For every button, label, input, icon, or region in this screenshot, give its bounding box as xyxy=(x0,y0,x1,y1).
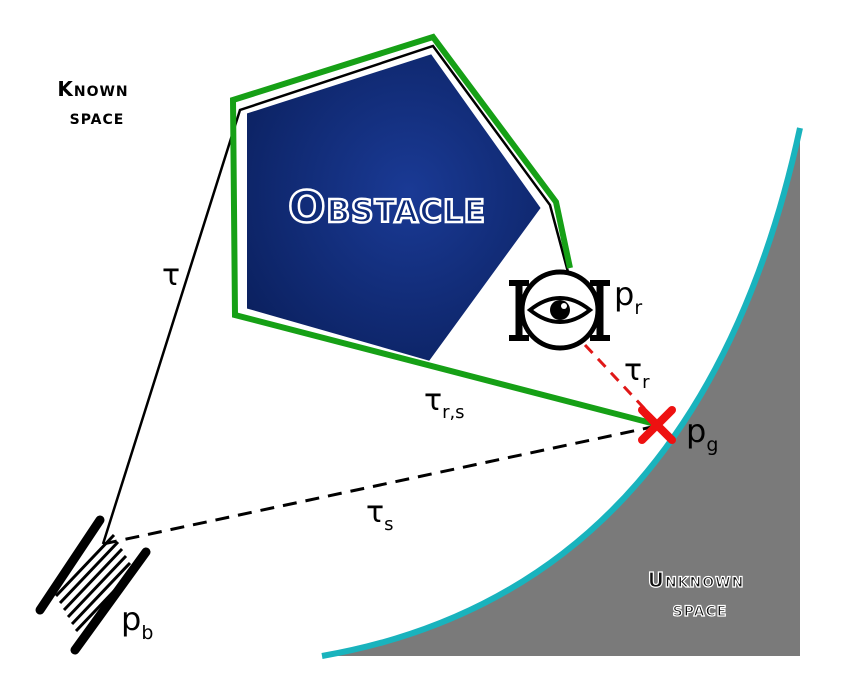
p-r-subscript: r xyxy=(634,297,642,319)
dashed-black-path xyxy=(102,425,653,546)
p-g-label: pg xyxy=(686,412,718,456)
p-g-subscript: g xyxy=(706,434,718,456)
obstacle-shape xyxy=(243,49,546,366)
p-b-label: pb xyxy=(121,600,153,644)
tau-s-label: τs xyxy=(366,495,393,535)
unknown-space-label: Unknown space xyxy=(648,568,753,621)
p-b-subscript: b xyxy=(141,622,153,644)
tau-rs-label: τr,s xyxy=(424,383,465,423)
known-space-line-1: Known xyxy=(57,77,128,101)
unknown-space-line-2: space xyxy=(673,597,728,621)
unknown-space-line-1: Unknown xyxy=(648,568,745,592)
tau-r-subscript: r xyxy=(642,372,650,393)
green-path xyxy=(229,33,656,427)
p-r-label: pr xyxy=(614,275,642,319)
tether-spool-icon xyxy=(35,515,151,655)
known-space-line-2: space xyxy=(70,105,125,129)
tau-r-label: τr xyxy=(624,353,650,393)
tether-line xyxy=(101,44,570,545)
frontier-boundary xyxy=(321,127,803,659)
x-mark-icon xyxy=(638,406,676,444)
eye-icon xyxy=(509,269,610,351)
known-space-label: Known space xyxy=(57,77,136,129)
tau-label: τ xyxy=(162,258,180,293)
tau-s-subscript: s xyxy=(384,514,393,535)
unknown-space-region xyxy=(322,128,800,656)
tau-rs-subscript: r,s xyxy=(442,402,465,423)
obstacle-label: Obstacle xyxy=(288,182,486,233)
